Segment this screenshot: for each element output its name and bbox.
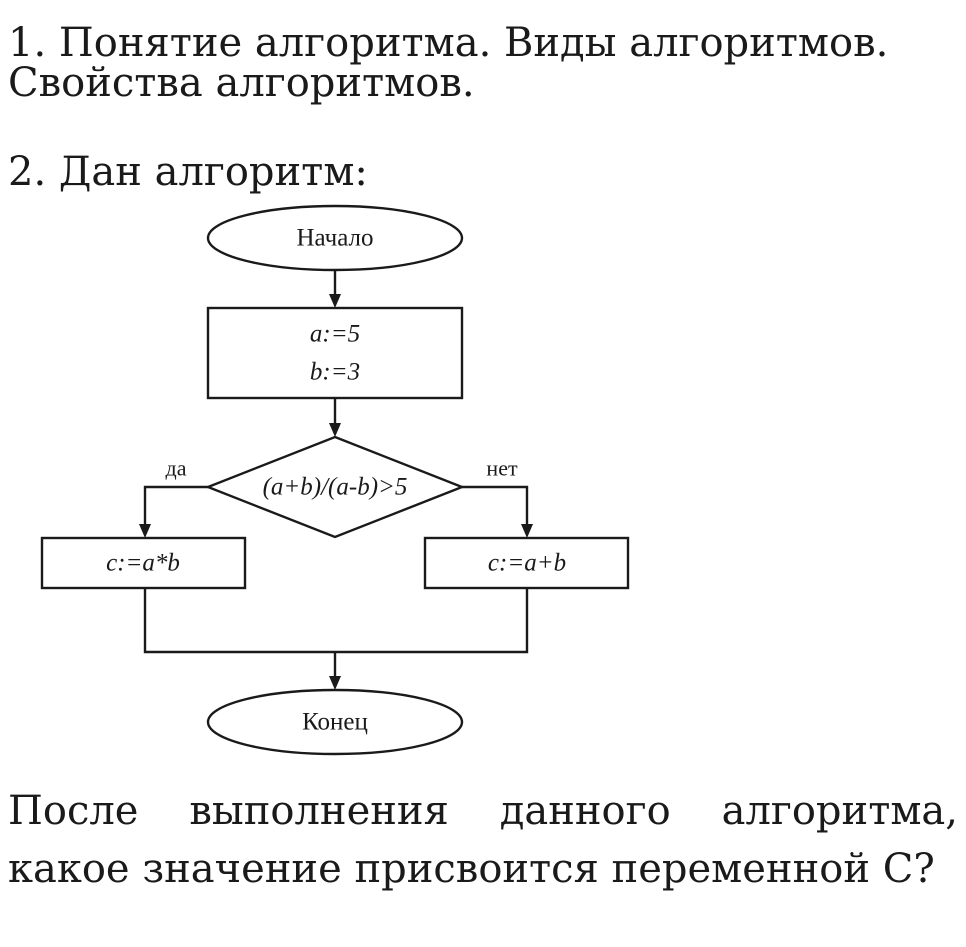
question-text: После выполнения данного алгоритма, како… [8,788,958,892]
yes-action-block [40,536,247,590]
arrowhead-condition [329,423,341,437]
condition-diamond [204,435,466,539]
arrowhead-assign [329,294,341,308]
yes-action-text: c:=a*b [106,550,180,577]
condition-text: (a+b)/(a-b)>5 [263,474,408,501]
arrowhead-end [329,676,341,690]
assign-block [206,306,464,400]
task1-title-line2: Свойства алгоритмов. [8,60,475,106]
algorithm-flowchart: Начало a:=5 b:=3 (a+b)/(a-b)>5 да нет c:… [40,204,630,756]
edge-merge [143,588,529,654]
no-action-text: c:=a+b [488,550,566,577]
task1-title-line1: 1. Понятие алгоритма. Виды алгоритмов. [8,20,889,66]
end-terminal [206,688,464,756]
yes-label: да [166,456,187,481]
assign-a-text: a:=5 [310,321,360,348]
assign-b-text: b:=3 [310,359,360,386]
edge-no-branch [462,485,529,526]
edge-yes-branch [143,485,208,526]
end-label: Конец [302,709,368,736]
no-label: нет [486,456,518,481]
arrowhead-no [521,524,533,538]
start-label: Начало [296,225,373,252]
task2-title: 2. Дан алгоритм: [8,149,368,195]
no-action-block [423,536,630,590]
arrowhead-yes [139,524,151,538]
